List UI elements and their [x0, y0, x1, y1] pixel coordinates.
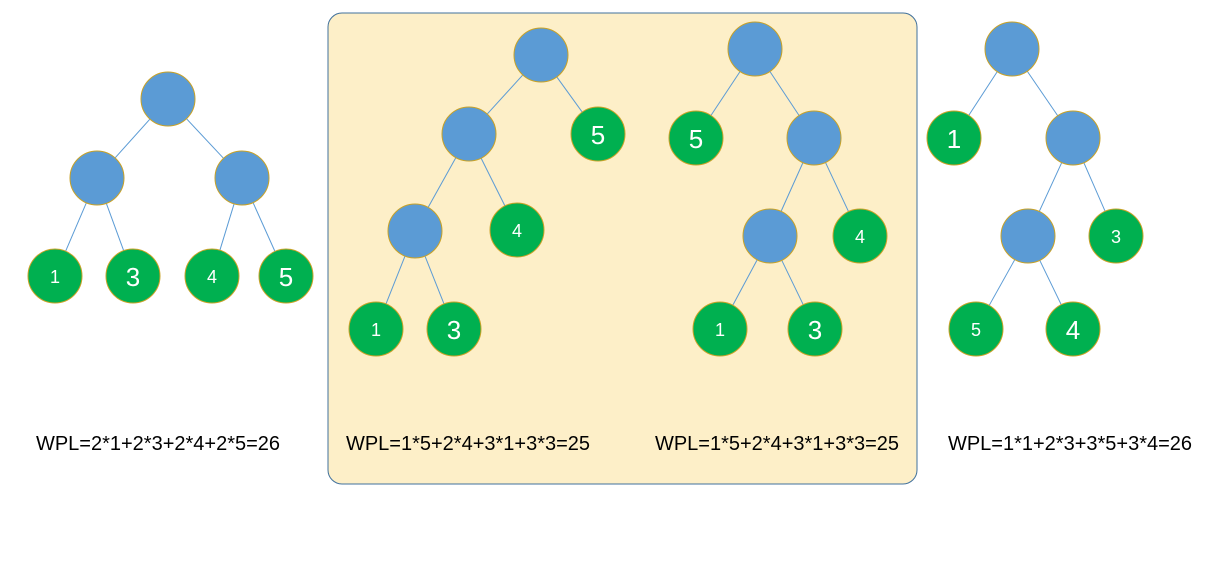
tree-edge: [385, 255, 406, 305]
leaf-node: [832, 208, 888, 264]
wpl-label-tree-2: WPL=1*5+2*4+3*1+3*3=25: [346, 433, 590, 455]
tree-edge: [480, 157, 506, 207]
leaf-weight-label: 5: [591, 120, 605, 150]
tree-edge: [988, 259, 1016, 306]
tree-edge: [424, 255, 445, 305]
leaf-node: [348, 301, 404, 357]
leaf-node: [105, 248, 161, 304]
tree-edge: [1039, 260, 1062, 305]
tree-edge: [427, 157, 457, 208]
leaf-weight-label: 4: [512, 221, 522, 241]
tree-edge: [1083, 162, 1106, 212]
leaf-weight-label: 1: [947, 124, 961, 154]
internal-node: [1000, 208, 1056, 264]
leaf-weight-label: 1: [371, 320, 381, 340]
leaf-weight-label: 4: [207, 267, 217, 287]
leaf-node: [1088, 208, 1144, 264]
leaf-node: [948, 301, 1004, 357]
internal-node: [441, 106, 497, 162]
tree-edge: [252, 202, 276, 252]
tree-edge: [825, 162, 849, 212]
tree-edge: [219, 203, 235, 251]
leaf-node: [258, 248, 314, 304]
tree-edge: [710, 71, 741, 116]
internal-node: [727, 21, 783, 77]
leaf-node: [926, 110, 982, 166]
leaf-weight-label: 4: [1066, 315, 1080, 345]
tree-edge: [65, 202, 87, 252]
internal-node: [387, 203, 443, 259]
leaf-weight-label: 1: [50, 267, 60, 287]
tree-edges: [65, 70, 1106, 306]
wpl-label-tree-1: WPL=2*1+2*3+2*4+2*5=26: [36, 433, 280, 455]
leaf-node: [426, 301, 482, 357]
tree-edge: [114, 118, 151, 159]
huffman-callout: 都是哈夫曼树: [626, 518, 752, 542]
tree-edge: [1026, 70, 1059, 117]
leaf-weight-label: 4: [855, 227, 865, 247]
leaf-weight-label: 5: [279, 262, 293, 292]
leaf-node: [570, 106, 626, 162]
internal-node: [140, 71, 196, 127]
leaf-weight-label: 5: [971, 320, 981, 340]
tree-edge: [1038, 162, 1063, 212]
tree-edge: [732, 259, 758, 306]
internal-node: [742, 208, 798, 264]
leaf-weight-label: 3: [808, 315, 822, 345]
internal-node: [984, 21, 1040, 77]
leaf-node: [184, 248, 240, 304]
leaf-weight-label: 3: [1111, 227, 1121, 247]
tree-edge: [486, 74, 524, 115]
tree-nodes: 1 3 4 5 5 4 1 3 5 4 1 3 1 3 5 4: [27, 21, 1144, 357]
callout-text: 都是哈夫曼树: [626, 518, 752, 542]
wpl-label-tree-3: WPL=1*5+2*4+3*1+3*3=25: [655, 433, 899, 455]
wpl-label-tree-4: WPL=1*1+2*3+3*5+3*4=26: [948, 433, 1192, 455]
tree-edge: [769, 71, 800, 116]
leaf-weight-label: 1: [715, 320, 725, 340]
tree-edge: [105, 203, 125, 251]
internal-node: [513, 27, 569, 83]
tree-edge: [781, 260, 804, 305]
internal-node: [1045, 110, 1101, 166]
leaf-weight-label: 5: [689, 124, 703, 154]
wpl-labels: WPL=2*1+2*3+2*4+2*5=26 WPL=1*5+2*4+3*1+3…: [36, 433, 1192, 455]
leaf-weight-label: 3: [447, 315, 461, 345]
leaf-node: [1045, 301, 1101, 357]
leaf-node: [692, 301, 748, 357]
leaf-weight-label: 3: [126, 262, 140, 292]
internal-node: [214, 150, 270, 206]
tree-edge: [780, 162, 804, 212]
leaf-node: [787, 301, 843, 357]
internal-node: [69, 150, 125, 206]
leaf-node: [668, 110, 724, 166]
tree-edge: [556, 76, 583, 113]
tree-edge: [968, 71, 998, 116]
tree-edge: [186, 118, 224, 159]
internal-node: [786, 110, 842, 166]
leaf-node: [27, 248, 83, 304]
leaf-node: [489, 202, 545, 258]
